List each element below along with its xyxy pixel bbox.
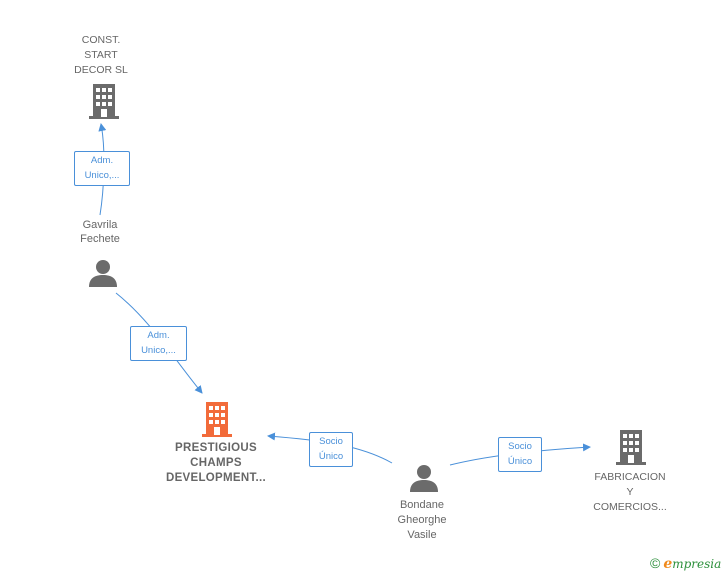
building-icon[interactable] — [201, 402, 233, 438]
edge-label-adm-unico[interactable]: Adm. Unico,... — [74, 151, 130, 186]
building-icon[interactable] — [615, 430, 647, 466]
brand-e-letter: e — [663, 556, 673, 572]
node-label-bondane[interactable]: Bondane Gheorghe Vasile — [397, 499, 447, 541]
empresia-logo: ©empresia — [650, 555, 721, 572]
person-icon[interactable] — [409, 463, 439, 493]
edge-label-socio-unico[interactable]: Socio Único — [309, 432, 353, 467]
node-label-prestigious[interactable]: PRESTIGIOUS CHAMPS DEVELOPMENT... — [165, 442, 267, 484]
person-icon[interactable] — [88, 258, 118, 288]
copyright-symbol: © — [650, 555, 661, 571]
node-label-gavrila[interactable]: Gavrila Fechete — [80, 219, 120, 245]
node-label-fabricacion[interactable]: FABRICACION Y COMERCIOS... — [593, 471, 667, 513]
edge-label-socio-unico[interactable]: Socio Único — [498, 437, 542, 472]
brand-name: mpresia — [672, 557, 722, 571]
building-icon[interactable] — [88, 84, 120, 120]
node-label-const-start[interactable]: CONST. START DECOR SL — [74, 34, 128, 76]
edge-label-adm-unico[interactable]: Adm. Unico,... — [130, 326, 187, 361]
